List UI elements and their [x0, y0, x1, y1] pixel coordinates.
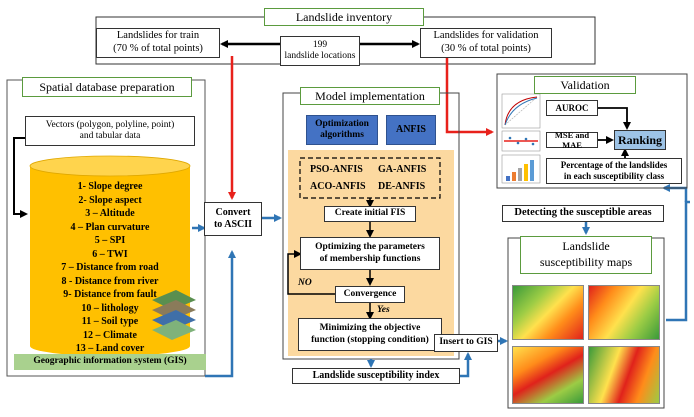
error-chart-thumbnail — [501, 130, 541, 152]
cylinder-bottom — [30, 336, 190, 356]
factor-item: 10 – lithology — [81, 302, 139, 314]
susceptibility-map-2 — [588, 285, 660, 340]
percentage-box: Percentage of the landslides in each sus… — [546, 158, 682, 184]
arrow-auroc-ranking — [598, 107, 631, 130]
variant-pso: PSO-ANFIS — [310, 164, 363, 175]
no-label: NO — [298, 278, 312, 288]
validation-frame — [496, 73, 688, 189]
variant-de: DE-ANFIS — [378, 181, 426, 192]
factor-item: 11 – Soil type — [81, 316, 139, 327]
maps-title: Landslide susceptibility maps — [520, 236, 652, 274]
vectors-box: Vectors (polygon, polyline, point) and t… — [25, 116, 195, 146]
cylinder-top — [29, 155, 191, 177]
spatial-title: Spatial database preparation — [22, 77, 192, 97]
factor-item: 1- Slope degree — [77, 181, 143, 192]
layer-stack-image — [152, 290, 196, 340]
ranking-box: Ranking — [614, 130, 666, 150]
inventory-title: Landslide inventory — [264, 8, 424, 26]
auroc-box: AUROC — [546, 100, 598, 116]
create-fis-box: Create initial FIS — [324, 206, 416, 222]
no-loop-arrow — [287, 250, 335, 295]
bracket-vectors-cylinder — [13, 137, 28, 218]
yes-label: Yes — [377, 305, 390, 315]
model-title: Model implementation — [300, 87, 440, 105]
insert-gis-box: Insert to GIS — [434, 334, 498, 352]
arrow-lsi-insertgis — [460, 352, 472, 378]
detecting-box: Detecting the susceptible areas — [502, 205, 664, 222]
arrow-validation-panel — [445, 56, 494, 136]
arrow-to-validation-panel — [662, 184, 688, 202]
locations-box: 199 landslide locations — [280, 36, 360, 66]
validation-title: Validation — [534, 76, 636, 94]
train-box: Landslides for train (70 % of total poin… — [96, 28, 220, 58]
factor-item: 12 – Climate — [83, 329, 137, 341]
convert-box: Convert to ASCII — [204, 202, 262, 236]
factor-item: 5 – SPI — [94, 235, 126, 246]
factor-item: 3 – Altitude — [85, 208, 135, 219]
convergence-box: Convergence — [335, 286, 405, 303]
factor-item: 13 – Land cover — [75, 343, 145, 354]
roc-chart-thumbnail — [501, 93, 541, 129]
factor-item: 9- Distance from fault — [63, 289, 157, 300]
factor-item: 7 – Distance from road — [61, 262, 159, 273]
anfis-box: ANFIS — [386, 115, 436, 145]
variant-aco: ACO-ANFIS — [310, 181, 366, 192]
susceptibility-map-1 — [512, 285, 584, 340]
mse-box: MSE and MAE — [546, 130, 598, 150]
factor-list: 1- Slope degree 2- Slope aspect 3 – Alti… — [42, 180, 178, 356]
factor-item: 8 - Distance from river — [61, 275, 159, 287]
factor-item: 6 – TWI — [92, 248, 128, 260]
lsi-box: Landslide susceptibility index — [292, 368, 460, 384]
arrow-maps-right — [666, 200, 690, 322]
minimizing-box: Minimizing the objective function (stopp… — [298, 318, 442, 351]
optimizing-box: Optimizing the parameters of membership … — [300, 237, 440, 270]
factor-item: 2- Slope aspect — [78, 194, 142, 206]
bar-chart-thumbnail — [501, 154, 541, 184]
factor-item: 4 – Plan curvature — [70, 221, 150, 233]
validation-split-box: Landslides for validation (30 % of total… — [420, 28, 552, 58]
arrow-gis-convert — [205, 250, 236, 378]
variant-ga: GA-ANFIS — [378, 164, 427, 175]
susceptibility-map-4 — [588, 346, 660, 404]
gis-bar: Geographic information system (GIS) — [14, 354, 206, 370]
optimization-box: Optimization algorithms — [306, 115, 378, 145]
susceptibility-map-3 — [512, 346, 584, 404]
